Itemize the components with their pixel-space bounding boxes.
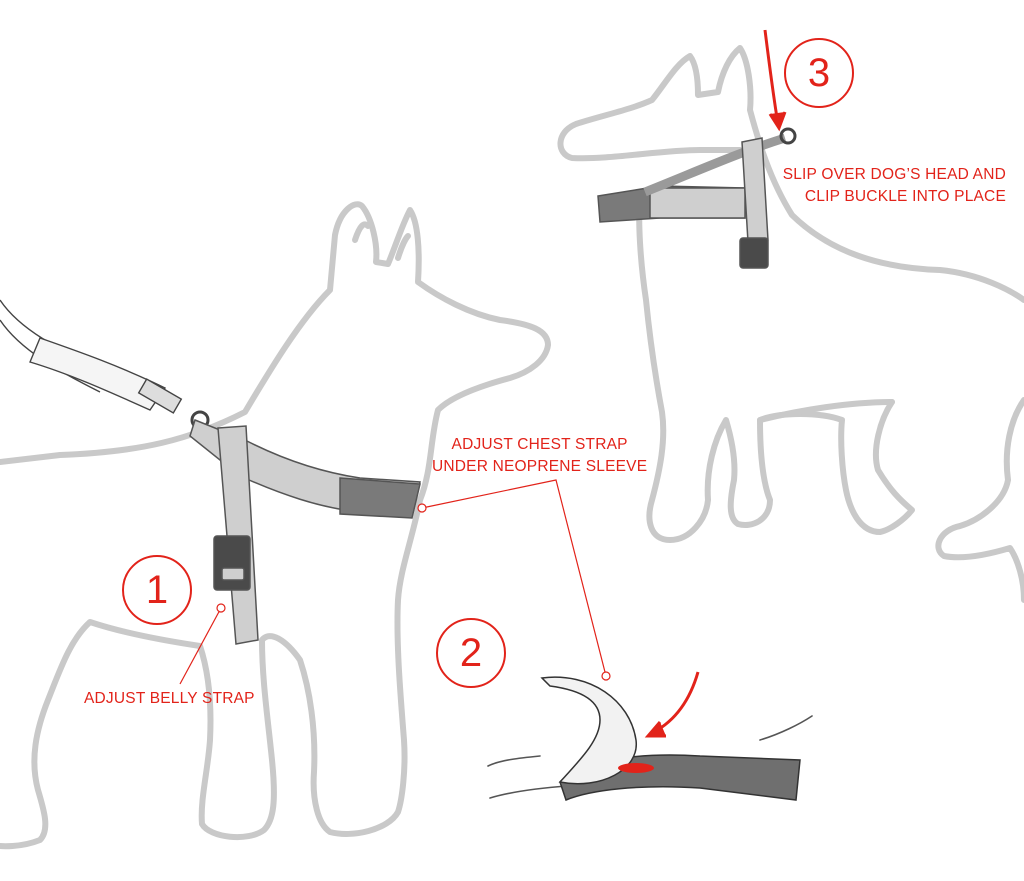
small-dog-belly xyxy=(757,399,895,423)
step-2-label-line-1: ADJUST CHEST STRAP xyxy=(451,436,628,453)
step-number-1: 1 xyxy=(122,555,192,625)
leader-lines xyxy=(179,479,611,685)
leash xyxy=(0,299,210,430)
small-dog-outline xyxy=(557,45,1024,603)
red-arrows xyxy=(644,29,787,738)
leader-step-2 xyxy=(421,479,607,677)
step-2-label: ADJUST CHEST STRAP UNDER NEOPRENE SLEEVE xyxy=(432,434,647,478)
step-1-label-line: ADJUST BELLY STRAP xyxy=(84,690,255,707)
closeup-sleeve xyxy=(540,676,801,802)
large-dog-harness xyxy=(189,419,421,645)
small-dog-harness xyxy=(597,127,797,269)
large-dog-ear2-inner xyxy=(395,233,411,261)
step-3-label: SLIP OVER DOG’S HEAD AND CLIP BUCKLE INT… xyxy=(783,164,1006,208)
closeup-fur-outline xyxy=(487,715,813,799)
step-number-2: 2 xyxy=(436,618,506,688)
step-3-label-line-2: CLIP BUCKLE INTO PLACE xyxy=(804,188,1006,205)
step-3-label-line-1: SLIP OVER DOG’S HEAD AND xyxy=(782,166,1006,183)
leader-step-1 xyxy=(179,607,222,685)
arrow-step-3 xyxy=(763,29,780,125)
step-1-label: ADJUST BELLY STRAP xyxy=(84,688,255,710)
step-2-label-line-2: UNDER NEOPRENE SLEEVE xyxy=(432,458,648,475)
step-number-3: 3 xyxy=(784,38,854,108)
large-dog-outline xyxy=(0,201,551,850)
large-dog-ear-inner xyxy=(352,221,371,243)
